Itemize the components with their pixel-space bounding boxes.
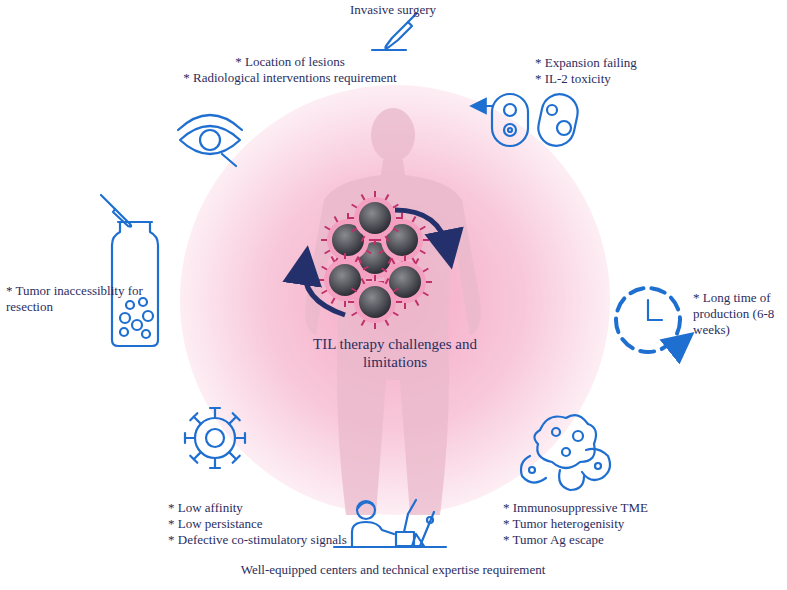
clock-icon	[616, 288, 682, 352]
challenge-label: * Expansion failing	[535, 55, 695, 71]
scalpel-icon	[372, 14, 416, 50]
challenge-label: Invasive surgery	[293, 2, 493, 18]
challenge-label: * Low affinity	[168, 500, 408, 516]
challenge-label: * Location of lesions	[160, 54, 420, 70]
human-silhouette	[305, 108, 481, 515]
challenge-label: * Defective co-stimulatory signals	[168, 532, 408, 548]
challenge-label: * IL-2 toxicity	[535, 71, 695, 87]
cycle-arrow	[305, 265, 346, 315]
challenge-label: * Immunosuppressive TME	[503, 500, 743, 516]
node-title: TIL therapy challenges and limitations	[310, 335, 480, 371]
scientist-icon	[334, 500, 446, 547]
specimen-jar-icon	[101, 195, 158, 346]
challenge-label: Well-equipped centers and technical expe…	[183, 562, 603, 578]
challenge-label: * Low persistance	[168, 516, 408, 532]
tumor-cells-icon	[521, 415, 610, 490]
cycle-arrow	[395, 210, 448, 250]
expansion-icon	[478, 91, 581, 149]
central-circle-node: TIL therapy challenges and limitations	[180, 85, 610, 515]
central-circle	[180, 85, 610, 515]
challenge-label: * Long time of production (6-8 weeks)	[693, 290, 783, 338]
challenge-label: * Radiological interventions requirement	[160, 70, 420, 86]
challenge-label: * Tumor heterogenisity	[503, 516, 743, 532]
challenge-label: * Tumor inaccessiblity for resection	[6, 283, 146, 315]
eye-icon	[178, 115, 242, 166]
t-cell-icon	[185, 408, 245, 468]
challenge-label: * Tumor Ag escape	[503, 532, 743, 548]
